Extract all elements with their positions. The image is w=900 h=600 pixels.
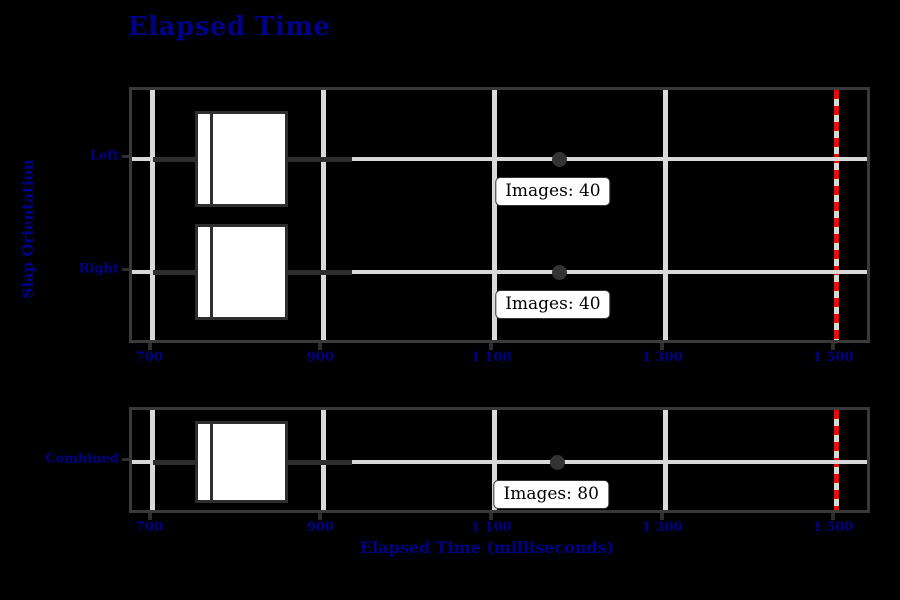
y-gridline bbox=[132, 157, 867, 161]
x-tick-label: 1 300 bbox=[641, 520, 683, 535]
x-tick-mark bbox=[318, 513, 323, 520]
outlier-point bbox=[551, 151, 567, 167]
x-tick-mark bbox=[489, 513, 494, 520]
x-axis-title: Elapsed Time (milliseconds) bbox=[360, 538, 615, 557]
y-gridline bbox=[132, 270, 867, 274]
x-tick-label: 1 100 bbox=[471, 520, 512, 535]
x-tick-label: 1 300 bbox=[641, 350, 683, 365]
x-tick-label: 1 500 bbox=[812, 520, 854, 535]
x-tick-label: 700 bbox=[135, 520, 164, 535]
plot-panel-combined bbox=[129, 407, 870, 513]
images-count-annotation: Images: 40 bbox=[495, 177, 611, 206]
reference-line bbox=[833, 90, 839, 340]
y-tick-mark bbox=[122, 154, 129, 158]
y-tick-label-left: Left bbox=[89, 148, 119, 164]
x-gridline bbox=[491, 90, 497, 340]
y-gridline bbox=[132, 460, 867, 464]
x-tick-label: 700 bbox=[135, 350, 164, 365]
x-gridline bbox=[150, 90, 155, 340]
y-tick-mark bbox=[122, 457, 129, 461]
images-count-annotation: Images: 80 bbox=[493, 480, 609, 509]
y-tick-label-right: Right bbox=[78, 261, 119, 277]
box-median-line bbox=[209, 114, 213, 204]
x-tick-mark bbox=[831, 513, 836, 520]
x-gridline bbox=[662, 90, 668, 340]
x-tick-mark bbox=[660, 343, 665, 350]
x-gridline bbox=[320, 90, 326, 340]
box-median-line bbox=[209, 424, 213, 500]
page-title: Elapsed Time bbox=[128, 12, 331, 42]
x-tick-label: 900 bbox=[306, 520, 335, 535]
x-tick-label: 1 500 bbox=[812, 350, 854, 365]
box-median-line bbox=[209, 227, 213, 317]
y-tick-label-combined: Combined bbox=[45, 451, 119, 467]
x-tick-mark bbox=[318, 343, 323, 350]
x-tick-mark bbox=[147, 513, 152, 520]
images-count-annotation: Images: 40 bbox=[495, 290, 611, 319]
outlier-point bbox=[550, 454, 566, 470]
outlier-point bbox=[551, 264, 567, 280]
x-tick-mark bbox=[831, 343, 836, 350]
x-tick-label: 900 bbox=[306, 350, 335, 365]
x-tick-mark bbox=[489, 343, 494, 350]
y-axis-title: Slap Orientation bbox=[19, 159, 37, 299]
x-tick-mark bbox=[660, 513, 665, 520]
x-tick-mark bbox=[147, 343, 152, 350]
x-tick-label: 1 100 bbox=[471, 350, 512, 365]
y-tick-mark bbox=[122, 267, 129, 271]
